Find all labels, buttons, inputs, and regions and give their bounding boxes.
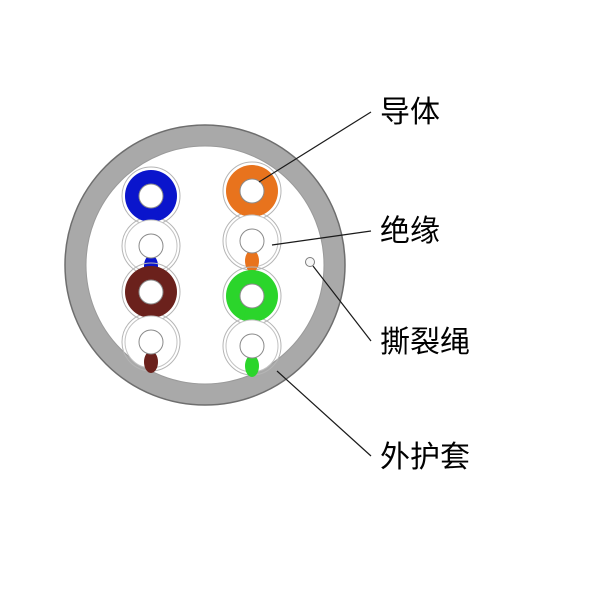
orange-wire-conductor [239, 178, 265, 204]
leader-line-conductor [258, 111, 372, 183]
white-wire-conductor [138, 233, 164, 259]
label-conductor: 导体 [380, 96, 440, 129]
wire-pair-green [222, 266, 282, 377]
brown-twist-bottom [144, 351, 158, 373]
brown-wire-conductor [138, 279, 164, 305]
leader-line-outer-jacket [276, 370, 372, 457]
label-insulation: 绝缘 [380, 215, 440, 248]
label-outer-jacket: 外护套 [380, 441, 470, 474]
green-twist-bottom [245, 355, 259, 377]
wire-pair-blue [121, 166, 181, 277]
leader-line-insulation [271, 230, 372, 246]
leader-line-rip-cord [312, 265, 372, 342]
rip-cord [305, 257, 315, 267]
blue-wire-conductor [138, 183, 164, 209]
green-wire-conductor [239, 283, 265, 309]
white-wire-conductor [138, 329, 164, 355]
white-wire-conductor [239, 333, 265, 359]
wire-pair-brown [121, 262, 181, 373]
cable-core [85, 145, 325, 385]
orange-twist-bottom [245, 250, 259, 272]
white-wire-conductor [239, 228, 265, 254]
label-rip-cord: 撕裂绳 [380, 326, 470, 359]
